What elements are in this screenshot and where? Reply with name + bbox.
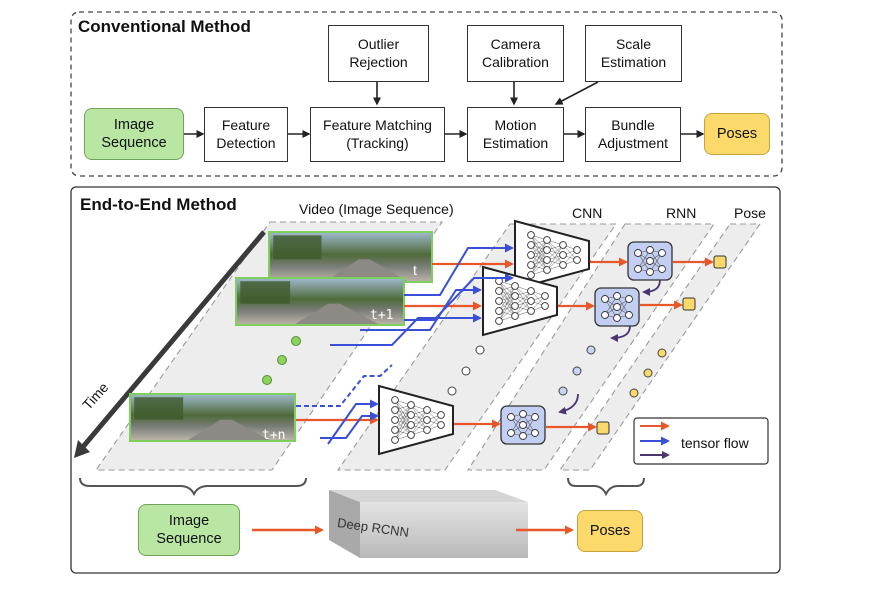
rnn-block-t1 xyxy=(594,287,640,327)
deep-rcnn-front xyxy=(360,502,528,558)
video-frame-t1-road xyxy=(295,303,379,324)
brace-cnn-rnn xyxy=(567,477,645,497)
blue-flow-3 xyxy=(360,285,482,331)
poses-box-conventional: Poses xyxy=(704,113,770,155)
cnn-block-tn xyxy=(378,384,454,456)
image-sequence-box: Image Sequence xyxy=(84,108,184,160)
cnn-ellipsis-dot-2 xyxy=(447,386,457,396)
cnn-block-t1 xyxy=(482,265,558,337)
pose-output-0 xyxy=(713,255,727,269)
deep-rcnn-top xyxy=(329,490,528,502)
motion-estimation-box: Motion Estimation xyxy=(467,107,564,162)
frame-ellipsis-dot-0 xyxy=(291,336,301,346)
image-sequence-box-e2e: Image Sequence xyxy=(138,504,240,556)
brace-video xyxy=(79,477,307,497)
video-frame-tn-road xyxy=(188,419,270,440)
pose-ellipsis-dot-2 xyxy=(629,388,639,398)
rnn-label: RNN xyxy=(666,205,697,221)
pose-label: Pose xyxy=(734,205,766,221)
legend-label: tensor flow xyxy=(681,435,749,451)
video-frame-t-road xyxy=(326,259,407,281)
blue-flow-2 xyxy=(404,273,514,321)
purple-flow-3 xyxy=(558,393,579,415)
frame-ellipsis-dot-1 xyxy=(277,355,287,365)
frame-label-tn: t+n xyxy=(262,428,286,443)
end-to-end-drawing xyxy=(74,219,769,558)
time-arrow-head xyxy=(74,440,90,458)
bundle-adjustment-box: Bundle Adjustment xyxy=(585,107,681,162)
frame-label-t: t xyxy=(413,262,417,278)
video-frame-t1-trees xyxy=(240,281,291,304)
blue-flow-4 xyxy=(330,313,482,346)
video-frame-t xyxy=(268,231,433,283)
deep-rcnn-side xyxy=(329,490,360,558)
conventional-title: Conventional Method xyxy=(78,17,251,36)
video-frame-t1 xyxy=(235,277,405,326)
rnn-block-tn xyxy=(500,405,546,445)
rnn-block-t xyxy=(627,241,673,281)
pose-column xyxy=(558,223,762,471)
frame-label-t1: t+1 xyxy=(370,308,394,323)
video-frame-t-trees xyxy=(273,235,322,260)
blue-flow-7 xyxy=(327,399,379,445)
feature-detection-box: Feature Detection xyxy=(204,107,288,162)
video-label: Video (Image Sequence) xyxy=(299,201,454,217)
purple-flow-2 xyxy=(610,325,631,342)
scale-estimation-box: Scale Estimation xyxy=(585,25,682,82)
rnn-ellipsis-dot-2 xyxy=(558,386,568,396)
outlier-rejection-box: Outlier Rejection xyxy=(328,25,429,82)
time-arrow-shaft xyxy=(80,230,266,450)
camera-calibration-box: Camera Calibration xyxy=(467,25,564,82)
feature-matching-box: Feature Matching (Tracking) xyxy=(310,107,445,162)
rnn-ellipsis-dot-0 xyxy=(586,345,596,355)
blue-flow-1 xyxy=(404,243,514,296)
frame-ellipsis-dot-2 xyxy=(262,375,272,385)
end-to-end-panel-border xyxy=(70,186,781,574)
cnn-ellipsis-dot-0 xyxy=(475,345,485,355)
purple-flow-1 xyxy=(642,279,661,296)
pose-output-2 xyxy=(596,421,610,435)
pose-ellipsis-dot-1 xyxy=(643,368,653,378)
rnn-ellipsis-dot-1 xyxy=(572,366,582,376)
cnn-label: CNN xyxy=(572,205,603,221)
video-frame-tn-trees xyxy=(134,397,184,420)
pose-output-1 xyxy=(682,297,696,311)
arrow-scale-to-motion xyxy=(554,81,599,105)
poses-box-e2e: Poses xyxy=(577,510,643,552)
blue-flow-5 xyxy=(296,364,393,407)
cnn-block-t xyxy=(514,219,590,291)
cnn-ellipsis-dot-1 xyxy=(461,366,471,376)
conventional-panel-border xyxy=(70,11,783,177)
video-frame-tn xyxy=(129,393,296,442)
end-to-end-title: End-to-End Method xyxy=(80,195,237,214)
pose-ellipsis-dot-0 xyxy=(657,348,667,358)
